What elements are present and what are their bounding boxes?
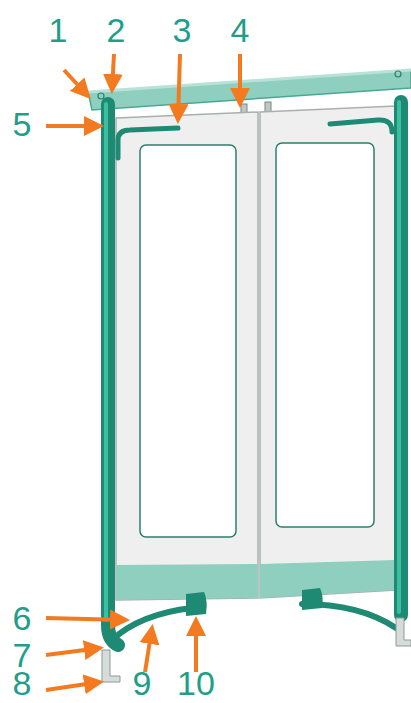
leader-arrow (112, 54, 114, 90)
rail-highlight (88, 70, 411, 92)
frame-post (394, 102, 408, 615)
leader-arrow (64, 70, 88, 96)
callout-number: 4 (231, 13, 250, 47)
leader-arrow (46, 124, 100, 128)
floor-bracket (396, 618, 411, 646)
leader-arrow (46, 648, 100, 655)
kick-plate (260, 560, 396, 598)
callout-number: 5 (13, 107, 32, 141)
post-highlight (104, 104, 108, 620)
bottom-shoe (302, 588, 323, 610)
top-arm (118, 128, 178, 158)
door-panel (260, 106, 396, 598)
frame-post (108, 104, 118, 645)
post-highlight (397, 102, 401, 612)
callout-number: 9 (133, 666, 152, 700)
door-window (140, 145, 236, 537)
callout-number: 3 (173, 13, 192, 47)
leader-arrow (194, 620, 198, 672)
door-panel (116, 112, 258, 600)
top-arm (330, 120, 392, 132)
leader-arrow (46, 682, 100, 690)
rail-screw (395, 71, 401, 77)
floor-bracket (102, 650, 120, 682)
callout-number: 1 (49, 13, 68, 47)
leader-arrow (238, 54, 242, 104)
top-rail (88, 70, 411, 110)
door-window (276, 143, 374, 527)
callout-number: 10 (177, 666, 215, 700)
rail-screw (98, 93, 104, 99)
leader-arrow (46, 618, 126, 620)
callout-number: 6 (13, 601, 32, 635)
leader-arrow (178, 54, 180, 120)
callout-number: 2 (107, 13, 126, 47)
callout-number: 8 (13, 666, 32, 700)
bottom-shoe (186, 592, 207, 616)
